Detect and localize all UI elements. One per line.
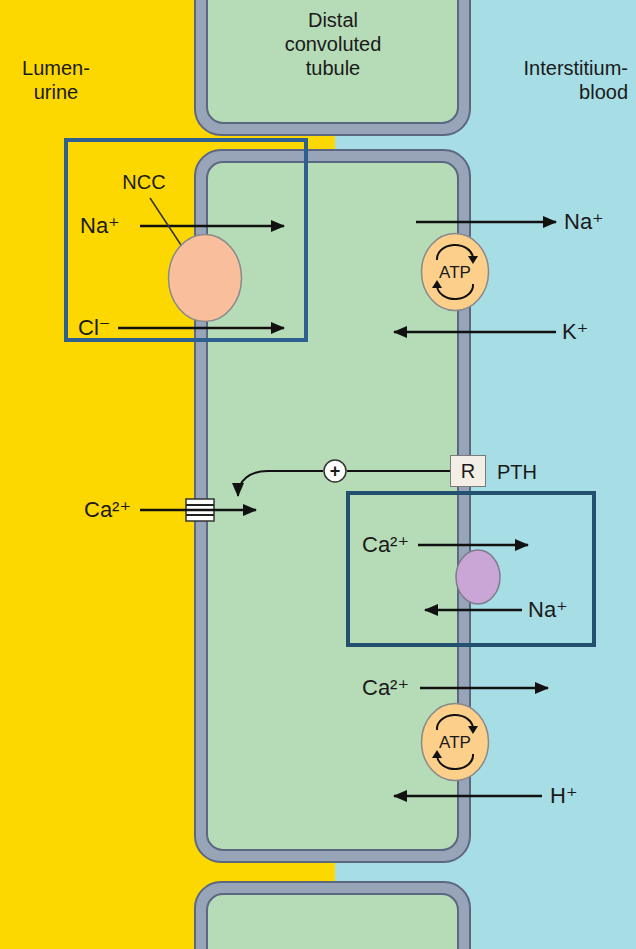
hormone-label: PTH <box>497 459 537 485</box>
ion-arrows <box>118 222 556 796</box>
node-text: ATP <box>439 733 471 752</box>
node-text: ATP <box>439 263 471 282</box>
node-text: NCC <box>116 170 172 194</box>
exchanger-symbol <box>456 550 500 604</box>
cell-body <box>207 0 458 123</box>
ion-label: Ca²⁺ <box>362 532 409 558</box>
ion-label: Na⁺ <box>80 213 120 239</box>
ion-label: Cl⁻ <box>78 315 110 341</box>
lumen-band: Lumen- urine <box>0 0 335 949</box>
ion-label: Ca²⁺ <box>84 497 131 523</box>
tubule-cell: Distal convoluted tubule <box>195 0 470 135</box>
leader-line <box>150 198 181 245</box>
stimulation-sign: + <box>323 459 347 483</box>
rotation-arrows <box>432 245 478 299</box>
highlight-frame <box>348 493 594 645</box>
cell-body <box>207 894 458 949</box>
highlight-frame <box>66 140 306 340</box>
node-text: + <box>330 461 341 481</box>
ion-label: Na⁺ <box>564 209 604 235</box>
node-text: Distal convoluted tubule <box>272 8 394 80</box>
atp-pump: ATP <box>420 702 490 782</box>
node-text: R <box>461 460 475 482</box>
ion-label: K⁺ <box>562 319 588 345</box>
node-text: Interstitium- blood <box>488 56 628 104</box>
cell-body <box>207 162 458 850</box>
ion-label: H⁺ <box>550 783 578 809</box>
ion-label: Na⁺ <box>528 597 568 623</box>
node-text: Lumen- urine <box>10 56 102 104</box>
ncc-transporter: NCC <box>167 233 243 323</box>
ion-label: Ca²⁺ <box>362 675 409 701</box>
rotation-arrows <box>432 715 478 769</box>
atp-pump: ATP <box>420 232 490 312</box>
link-line <box>347 470 450 472</box>
ncc-transporter-outline <box>167 233 243 323</box>
cell-membrane <box>195 0 470 135</box>
receptor-box: R <box>450 455 486 487</box>
